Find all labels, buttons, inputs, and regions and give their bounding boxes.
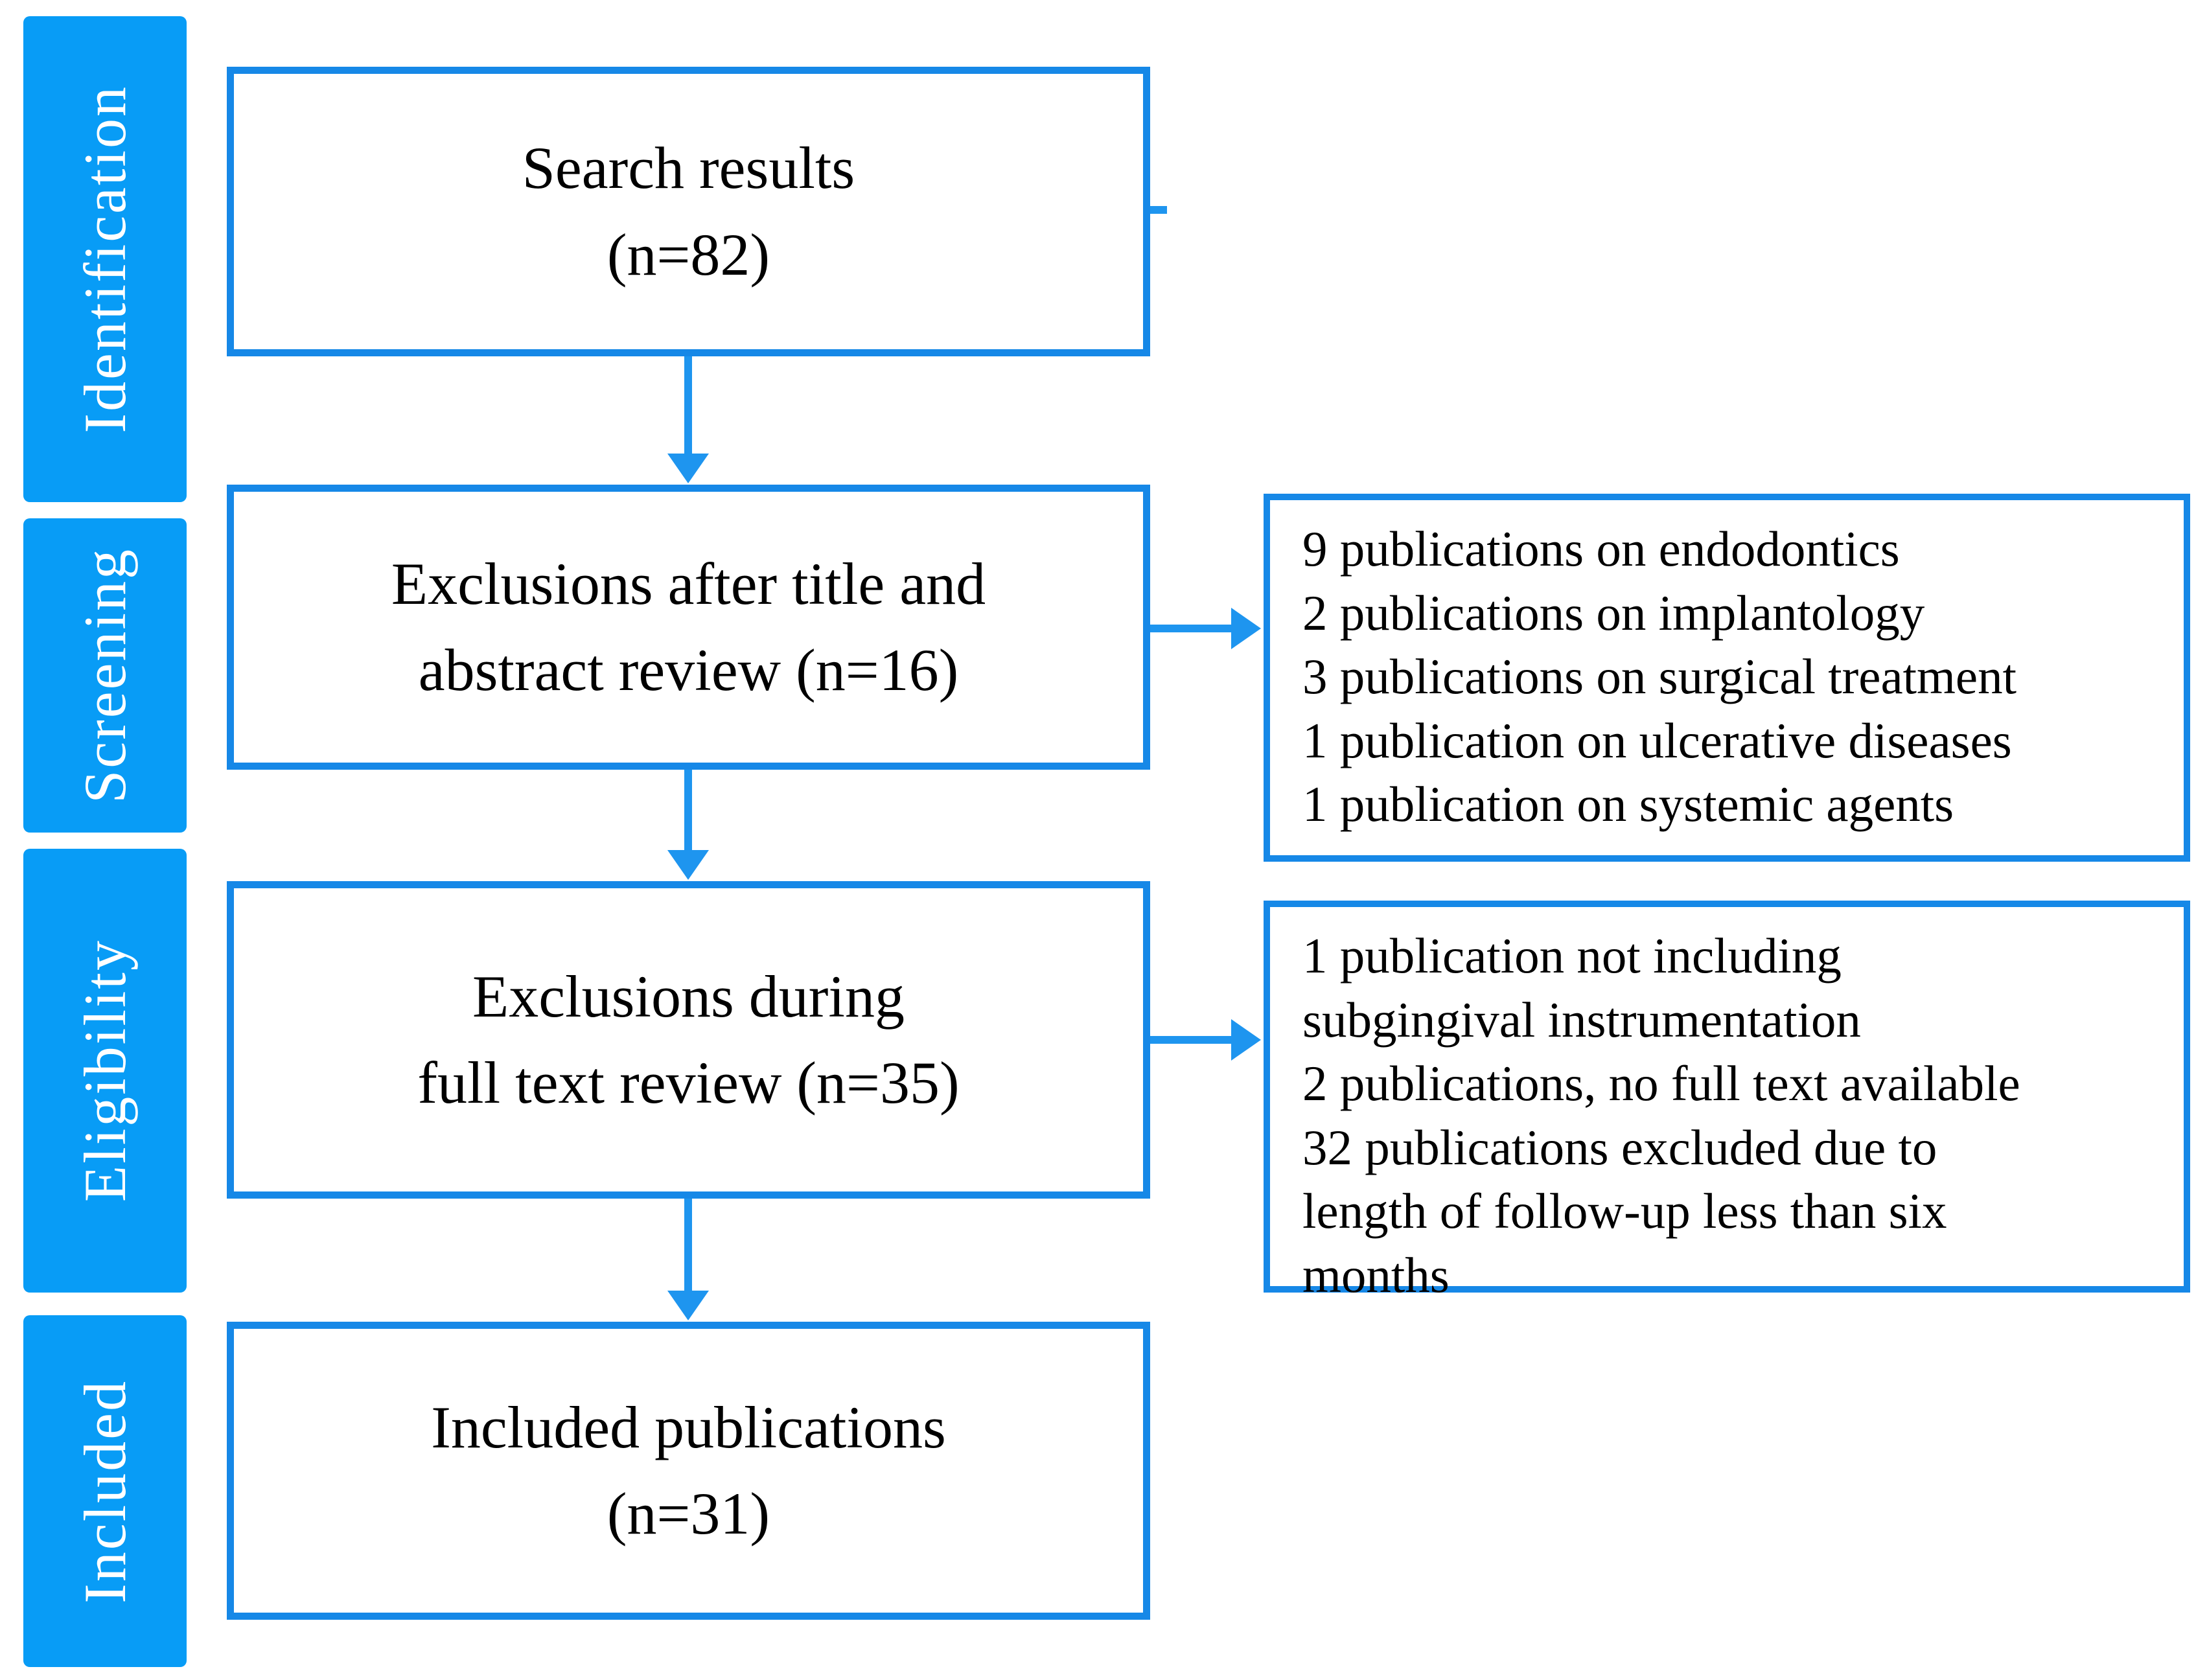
flow-box-full-text-exclusions: Exclusions during full text review (n=35…	[227, 881, 1150, 1199]
flow-box-text-line: Exclusions after title and	[391, 550, 986, 617]
exclusion-item: 32 publications excluded due to length o…	[1302, 1119, 1947, 1303]
flow-box-text-line: abstract review (n=16)	[418, 637, 959, 703]
exclusion-item: 2 publications, no full text available	[1302, 1055, 2020, 1112]
exclusion-item: 2 publications on implantology	[1302, 584, 1925, 641]
right-arrowhead-icon-eligibility	[1231, 1019, 1261, 1061]
stage-label-eligibility: Eligibility	[72, 939, 138, 1202]
connector-stub	[1150, 206, 1167, 214]
exclusion-item: 9 publications on endodontics	[1302, 521, 1900, 577]
stage-label-screening: Screening	[72, 547, 138, 803]
exclusion-item: 3 publications on surgical treatment	[1302, 649, 2017, 705]
flow-box-search-results: Search results (n=82)	[227, 67, 1150, 356]
exclusion-detail-box-screening: 9 publications on endodontics 2 publicat…	[1264, 494, 2190, 862]
right-arrowhead-icon-screening	[1231, 608, 1261, 649]
stage-label-included: Included	[72, 1379, 138, 1604]
down-arrow-line-2	[684, 770, 692, 854]
down-arrowhead-icon-3	[667, 1291, 709, 1320]
exclusion-item: 1 publication on ulcerative diseases	[1302, 712, 2012, 768]
right-arrow-line-screening	[1150, 625, 1234, 632]
exclusion-item: 1 publication not including subgingival …	[1302, 928, 1861, 1048]
down-arrowhead-icon-2	[667, 850, 709, 880]
flow-box-title-abstract-exclusions: Exclusions after title and abstract revi…	[227, 485, 1150, 770]
flow-box-text-line: full text review (n=35)	[417, 1050, 960, 1116]
exclusion-detail-box-eligibility: 1 publication not including subgingival …	[1264, 901, 2190, 1303]
flow-box-text-line: (n=82)	[607, 221, 770, 288]
right-arrow-line-eligibility	[1150, 1036, 1234, 1044]
flow-box-text-line: Exclusions during	[472, 963, 905, 1030]
stage-block-identification: Identification	[23, 16, 187, 502]
flow-box-text-line: Search results	[522, 135, 855, 201]
stage-block-included: Included	[23, 1315, 187, 1667]
stage-block-eligibility: Eligibility	[23, 849, 187, 1293]
stage-block-screening: Screening	[23, 518, 187, 833]
down-arrowhead-icon-1	[667, 454, 709, 483]
exclusion-item: 1 publication on systemic agents	[1302, 776, 1954, 833]
down-arrow-line-1	[684, 356, 692, 460]
flow-box-included-publications: Included publications (n=31)	[227, 1322, 1150, 1620]
stage-label-identification: Identification	[72, 85, 138, 433]
down-arrow-line-3	[684, 1199, 692, 1295]
flow-box-text-line: (n=31)	[607, 1480, 770, 1547]
flow-box-text-line: Included publications	[431, 1394, 946, 1460]
